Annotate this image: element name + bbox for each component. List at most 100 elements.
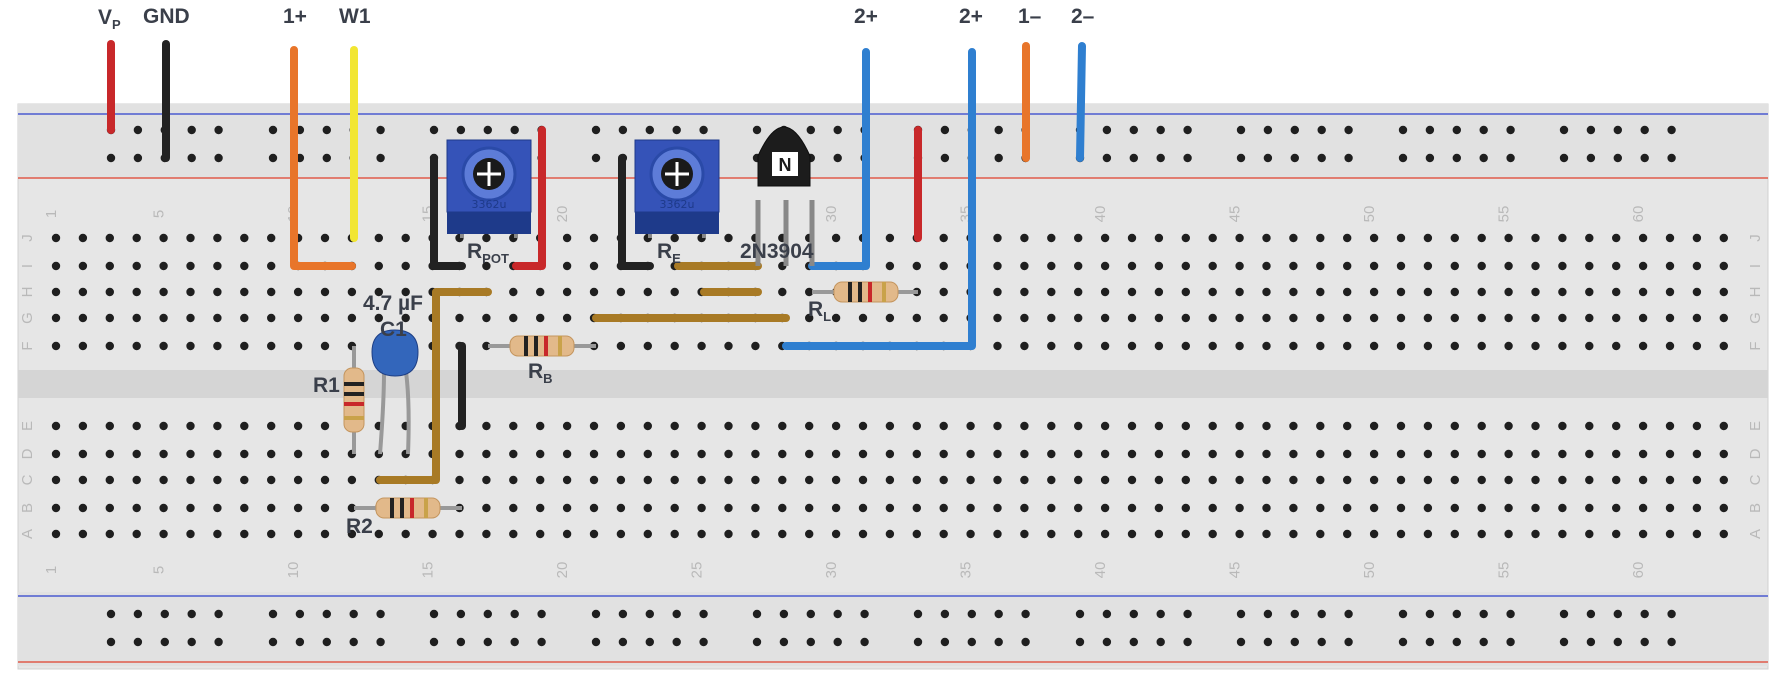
re-potentiometer: 3362u [634,139,720,238]
grid-hole [993,261,1002,271]
grid-hole [1181,503,1191,513]
grid-hole [589,449,599,459]
row-letter: H [19,287,36,298]
grid-hole [1343,233,1352,243]
grid-hole [831,475,841,485]
grid-hole [1504,313,1513,323]
grid-hole [966,449,975,459]
grid-hole [1585,341,1594,351]
rail-hole [833,125,842,135]
grid-hole [1262,421,1271,431]
rail-hole [591,153,601,163]
grid-hole [966,503,975,513]
grid-hole [159,529,168,539]
grid-hole [347,475,357,485]
grid-hole [1396,233,1406,243]
vp-label: VP [98,6,121,32]
column-number: 5 [151,566,168,574]
grid-hole [1020,503,1029,513]
grid-hole [1289,449,1298,459]
grid-hole [1585,475,1594,485]
rail-hole [1236,125,1246,135]
rail-hole [456,609,466,619]
grid-hole [912,261,921,271]
grid-hole [320,475,330,485]
grid-hole [724,341,733,351]
grid-hole [1665,313,1675,323]
grid-hole [1235,529,1244,539]
grid-hole [1558,529,1567,539]
grid-hole [1719,503,1729,513]
grid-hole [1665,503,1675,513]
grid-hole [1181,529,1191,539]
grid-hole [78,313,88,323]
grid-hole [562,233,572,243]
grid-hole [1504,503,1513,513]
rail-hole [106,153,116,163]
grid-hole [1396,421,1406,431]
grid-hole [374,287,383,297]
grid-hole [1423,261,1433,271]
grid-hole [1020,287,1029,297]
grid-hole [1638,421,1648,431]
grid-hole [643,421,652,431]
grid-hole [670,449,679,459]
grid-hole [751,503,760,513]
grid-hole [320,287,330,297]
grid-hole [1020,529,1029,539]
rail-hole [268,125,278,135]
grid-holes [51,233,1729,539]
grid-hole [589,287,599,297]
grid-hole [589,233,599,243]
grid-hole [589,475,599,485]
grid-hole [509,529,518,539]
rail-hole [510,609,519,619]
grid-hole [428,529,437,539]
grid-hole [1047,529,1056,539]
grid-hole [885,449,895,459]
rail-hole [1479,609,1488,619]
grid-hole [1235,313,1244,323]
rail-hole [806,125,815,135]
grid-hole [1262,529,1271,539]
grid-hole [1020,421,1029,431]
grid-hole [1719,529,1729,539]
grid-hole [939,313,948,323]
rail-hole [456,637,466,647]
grid-hole [1665,233,1675,243]
grid-hole [1369,449,1379,459]
grid-hole [751,341,760,351]
rail-hole [1021,637,1030,647]
grid-hole [1020,313,1029,323]
grid-hole [1638,475,1648,485]
grid-hole [1262,475,1271,485]
rpot-code: 3362u [472,198,507,211]
grid-hole [1423,503,1433,513]
re-label: RE [657,240,681,266]
grid-hole [1343,287,1352,297]
rail-hole [1452,637,1462,647]
rl-label: RL [808,298,831,324]
grid-hole [1719,341,1729,351]
grid-hole [831,421,841,431]
grid-hole [1343,503,1352,513]
grid-hole [616,503,626,513]
rail-hole [1183,609,1192,619]
row-letter: J [19,234,36,242]
grid-hole [186,529,195,539]
grid-hole [670,421,679,431]
grid-hole [482,449,491,459]
rail-hole [1452,153,1462,163]
grid-hole [1289,313,1298,323]
one-plus-label: 1+ [283,5,307,28]
rail-hole [618,125,628,135]
rail-hole [214,637,223,647]
rail-hole [913,637,923,647]
grid-hole [1504,261,1513,271]
grid-hole [536,449,545,459]
grid-hole [1208,341,1217,351]
grid-hole [78,475,88,485]
rail-hole [295,609,305,619]
rail-hole [1479,637,1488,647]
